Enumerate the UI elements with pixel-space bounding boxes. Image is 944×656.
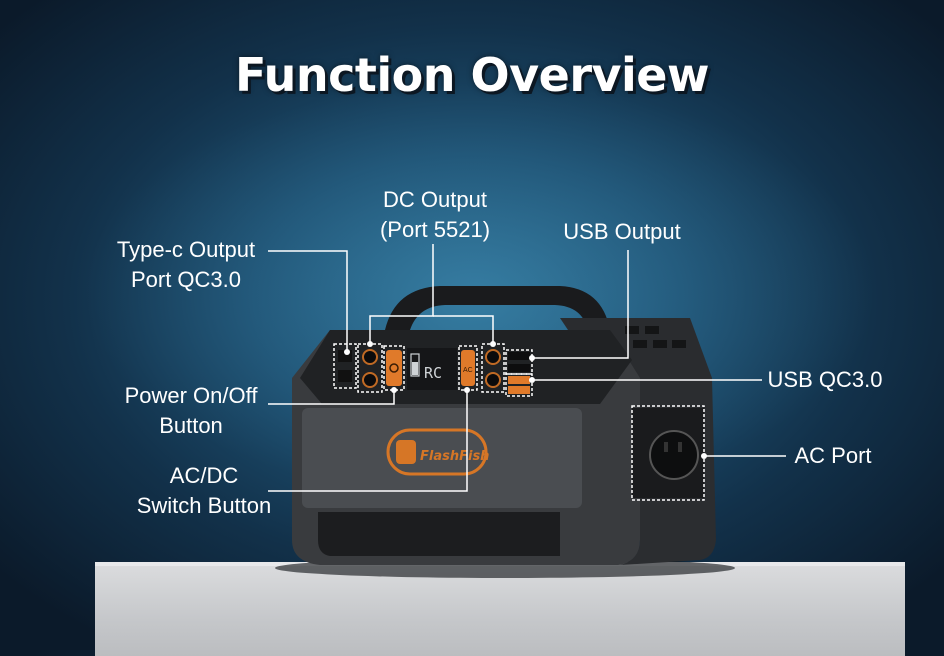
usb-highlight-box xyxy=(505,349,533,375)
brand-logo-mark xyxy=(396,440,416,464)
acport-highlight-box xyxy=(631,405,705,501)
label-power-line1: Power On/Off xyxy=(124,383,258,408)
front-panel xyxy=(302,408,582,508)
callout-dot xyxy=(529,355,535,361)
usbqc-highlight-box xyxy=(505,373,533,397)
typec-highlight-box xyxy=(333,343,357,389)
usb-qc-port[interactable] xyxy=(508,386,530,394)
brand-logo-frame xyxy=(386,428,488,476)
bottom-grip xyxy=(318,512,560,556)
label-dc-output: DC Output (Port 5521) xyxy=(370,185,500,245)
typec-callout xyxy=(268,250,348,350)
label-typec-line1: Type-c Output xyxy=(116,237,256,262)
acdc-callout xyxy=(268,390,468,492)
power-button[interactable] xyxy=(386,350,402,386)
callout-dot xyxy=(490,341,496,347)
ac-pin xyxy=(664,442,668,452)
usb-port[interactable] xyxy=(508,352,530,360)
ac-pin xyxy=(678,442,682,452)
vent xyxy=(633,340,647,348)
label-typec: Type-c Output Port QC3.0 xyxy=(104,235,268,295)
vent xyxy=(653,340,667,348)
label-acdc-line2: Switch Button xyxy=(136,493,272,518)
power-icon xyxy=(389,363,399,373)
dc-output-callout-right xyxy=(433,315,494,344)
vent xyxy=(645,326,659,334)
label-dc-output-line2: (Port 5521) xyxy=(379,217,491,242)
ac-button-label: AC xyxy=(463,367,473,374)
battery-icon xyxy=(410,353,420,377)
callout-dot xyxy=(701,453,707,459)
typec-port[interactable] xyxy=(338,370,352,382)
callout-dot xyxy=(464,387,470,393)
label-usb-qc: USB QC3.0 xyxy=(767,367,883,392)
dc-right-highlight-box xyxy=(481,343,505,393)
acdc-highlight-box xyxy=(458,345,478,391)
label-usb-output: USB Output xyxy=(563,219,681,244)
dc-port-icon[interactable] xyxy=(362,349,378,365)
label-dc-output-line1: DC Output xyxy=(383,187,487,212)
callout-dot xyxy=(367,341,373,347)
label-acdc: AC/DC Switch Button xyxy=(124,461,284,521)
label-power: Power On/Off Button xyxy=(114,381,268,441)
dc-left-highlight-box xyxy=(357,343,383,393)
label-ac-port: AC Port xyxy=(794,443,872,468)
label-power-line2: Button xyxy=(159,413,223,438)
battery-level xyxy=(412,362,418,375)
callout-dot xyxy=(344,349,350,355)
dc-output-callout xyxy=(369,244,434,344)
vent xyxy=(625,326,639,334)
label-acdc-line1: AC/DC xyxy=(169,463,239,488)
usb-output-callout xyxy=(532,250,629,359)
callout-dot xyxy=(391,387,397,393)
vent xyxy=(672,340,686,348)
brand-logo-text: FlashFish xyxy=(420,449,489,464)
callout-dot xyxy=(529,377,535,383)
usb-port[interactable] xyxy=(508,364,530,372)
power-callout xyxy=(268,390,395,405)
lcd-text: RC xyxy=(424,364,442,382)
ac-dc-switch-button[interactable] xyxy=(461,350,475,386)
pedestal xyxy=(95,566,905,656)
dc-port-icon[interactable] xyxy=(485,372,501,388)
label-typec-line2: Port QC3.0 xyxy=(130,267,242,292)
ac-outlet-icon[interactable] xyxy=(649,430,699,480)
power-highlight-box xyxy=(383,345,405,391)
usb-qc-port[interactable] xyxy=(508,376,530,384)
dc-port-icon[interactable] xyxy=(362,372,378,388)
page-title: Function Overview xyxy=(235,48,709,102)
dc-port-icon[interactable] xyxy=(485,349,501,365)
carry-handle xyxy=(385,286,610,330)
